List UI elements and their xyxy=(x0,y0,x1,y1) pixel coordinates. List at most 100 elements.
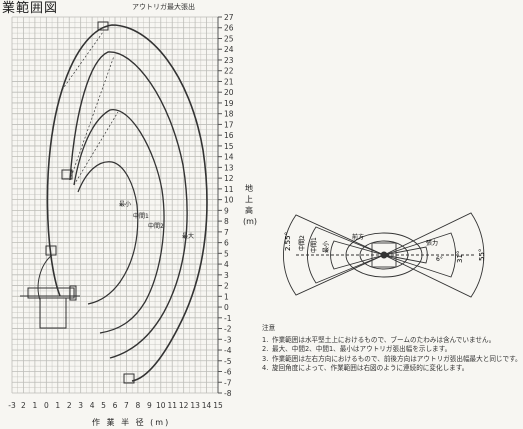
angle-left-label: 2.55° xyxy=(284,232,292,251)
y-tick-label: 24 xyxy=(224,45,234,54)
y-tick-label: 0 xyxy=(224,303,229,312)
y-tick-label: 14 xyxy=(224,153,234,162)
x-tick-label: 1 xyxy=(32,401,37,410)
y-tick-label: 21 xyxy=(224,77,234,86)
x-tick-label: 0 xyxy=(44,401,49,410)
x-tick-label: 3 xyxy=(78,401,83,410)
y-tick-label: 26 xyxy=(224,24,234,33)
x-tick-label: 10 xyxy=(156,401,166,410)
y-tick-label: 4 xyxy=(224,260,229,269)
angle-right-inner-label: 31° xyxy=(456,251,464,263)
x-tick-label: 13 xyxy=(190,401,200,410)
x-tick-label: 12 xyxy=(179,401,189,410)
y-tick-label: -6 xyxy=(224,368,232,377)
y-tick-label: 15 xyxy=(224,142,234,151)
x-tick-label: 7 xyxy=(124,401,129,410)
fan-right-outer xyxy=(382,212,485,298)
curve-min xyxy=(77,161,139,305)
fan-left-min xyxy=(330,240,386,270)
page-title: 業範囲図 xyxy=(2,1,59,16)
y-tick-label: 19 xyxy=(224,99,234,108)
x-axis-label: 作 業 半 径 (m) xyxy=(92,418,171,427)
y-tick-label: -8 xyxy=(224,389,232,398)
y-tick-label: 27 xyxy=(224,13,234,22)
y-tick-label: 12 xyxy=(224,174,234,183)
curve-mid1 xyxy=(73,109,165,334)
notes-section: 注意 1. 作業範囲は水平堅土上におけるもので、ブームのたわみは含んでいません。… xyxy=(262,324,522,374)
min-label: 最小 xyxy=(322,241,330,253)
boom-arc-left xyxy=(37,254,53,301)
y-tick-label: 5 xyxy=(224,249,229,258)
y-tick-label: -4 xyxy=(224,346,232,355)
y-tick-label: -2 xyxy=(224,325,232,334)
y-tick-labels: 2726252423222120191817161514131211109876… xyxy=(218,13,234,398)
y-tick-label: -3 xyxy=(224,335,232,344)
y-tick-label: 18 xyxy=(224,110,234,119)
note-item: 3. 作業範囲は左右方向におけるもので、前後方向はアウトリガ張出幅最大と同じです… xyxy=(262,355,522,365)
curve-label: 中間1 xyxy=(133,212,149,220)
y-tick-label: 10 xyxy=(224,196,234,205)
note-number: 1. xyxy=(262,335,269,344)
y-axis-label: 地上高(m) xyxy=(243,184,258,226)
x-tick-label: 6 xyxy=(113,401,118,410)
notes-heading: 注意 xyxy=(262,324,276,332)
y-tick-label: 17 xyxy=(224,120,234,129)
y-tick-label: 23 xyxy=(224,56,234,65)
mid1-label: 中間1 xyxy=(310,237,318,253)
y-tick-label: 25 xyxy=(224,34,234,43)
y-tick-label: 13 xyxy=(224,163,234,172)
note-item: 4. 旋回角度によって、作業範囲は右図のように連続的に変化します。 xyxy=(262,364,522,374)
note-text: 作業範囲は水平堅土上におけるもので、ブームのたわみは含んでいません。 xyxy=(272,335,496,344)
swing-label: 張力 xyxy=(426,239,438,247)
boom-head-mid xyxy=(61,169,73,180)
angle-right-outer-label: 55° xyxy=(478,249,486,261)
boom-head-top xyxy=(97,21,109,31)
curve-label: 最大 xyxy=(182,232,194,240)
y-tick-label: 16 xyxy=(224,131,234,140)
slewing-top-view: 2.55° 中間2 中間1 最小 前方 張力 6° 31° 55° xyxy=(283,212,486,298)
curve-max xyxy=(46,24,208,382)
max-outrigger-label: アウトリガ最大張出 xyxy=(132,3,195,11)
x-tick-label: 2 xyxy=(21,401,26,410)
y-tick-label: 6 xyxy=(224,239,229,248)
x-tick-label: 2 xyxy=(67,401,72,410)
curve-label: 最小 xyxy=(119,200,131,208)
y-tick-label: 11 xyxy=(224,185,234,194)
curve-label: 中間2 xyxy=(148,222,164,230)
y-tick-label: -1 xyxy=(224,314,232,323)
y-tick-label: -7 xyxy=(224,378,232,387)
x-tick-label: 15 xyxy=(213,401,223,410)
note-text: 作業範囲は左右方向におけるもので、前後方向はアウトリガ張出幅最大と同じです。 xyxy=(272,354,522,363)
x-tick-label: 9 xyxy=(147,401,152,410)
boom-head-bottom xyxy=(123,373,135,384)
slewing-center xyxy=(380,251,388,259)
x-tick-label: 5 xyxy=(101,401,106,410)
note-text: 最大、中間2、中間1、最小はアウトリガ張出幅を示します。 xyxy=(272,345,452,354)
fan-left-outer xyxy=(283,214,386,296)
vehicle-body xyxy=(20,285,80,329)
fan-right-inner xyxy=(382,232,457,278)
x-tick-label: 8 xyxy=(135,401,140,410)
x-tick-label: -3 xyxy=(8,401,16,410)
y-tick-label: 8 xyxy=(224,217,229,226)
x-tick-label: 4 xyxy=(90,401,95,410)
y-tick-label: 22 xyxy=(224,67,234,76)
note-text: 旋回角度によって、作業範囲は右図のように連続的に変化します。 xyxy=(272,364,469,373)
note-number: 2. xyxy=(262,345,269,354)
note-number: 4. xyxy=(262,364,269,373)
y-tick-label: 3 xyxy=(224,271,229,280)
note-number: 3. xyxy=(262,354,269,363)
boom-head-low xyxy=(45,245,57,256)
y-tick-label: 2 xyxy=(224,282,229,291)
note-item: 1. 作業範囲は水平堅土上におけるもので、ブームのたわみは含んでいません。 xyxy=(262,336,522,346)
mid2-label: 中間2 xyxy=(298,235,306,251)
note-item: 2. 最大、中間2、中間1、最小はアウトリガ張出幅を示します。 xyxy=(262,345,522,355)
y-tick-label: 20 xyxy=(224,88,234,97)
chart-grid xyxy=(11,16,219,394)
working-range-curves xyxy=(20,21,208,384)
y-tick-label: 9 xyxy=(224,206,229,215)
y-tick-label: 7 xyxy=(224,228,229,237)
curve-mid2 xyxy=(69,51,188,359)
